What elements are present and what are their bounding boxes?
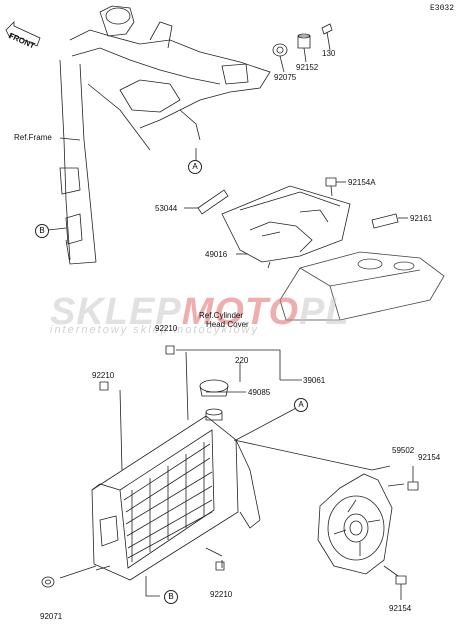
part-label-53044: 53044 — [155, 204, 178, 213]
part-label-92210-top: 92210 — [155, 324, 178, 333]
radiator-cap-49085-drawing — [199, 379, 229, 421]
part-label-92161: 92161 — [410, 214, 433, 223]
ref-frame-label: Ref.Frame — [14, 133, 52, 142]
grommet-92152-icon — [297, 33, 311, 49]
part-label-49085: 49085 — [248, 388, 271, 397]
clip-92210-left-icon — [99, 381, 109, 391]
part-label-92210-left: 92210 — [92, 371, 115, 380]
part-label-92210-bottom: 92210 — [210, 590, 233, 599]
clip-92210-bottom-icon — [215, 561, 225, 571]
marker-b-left: B — [35, 224, 49, 238]
part-label-130: 130 — [322, 49, 336, 58]
cylinder-head-cover-drawing — [279, 251, 445, 321]
fan-59502-drawing — [317, 473, 405, 577]
front-arrow-icon — [5, 21, 41, 47]
part-label-59502: 59502 — [392, 446, 415, 455]
bolt-130-icon — [321, 23, 333, 45]
part-label-49016: 49016 — [205, 250, 228, 259]
part-label-220: 220 — [235, 356, 249, 365]
bolt-92154A-icon — [325, 177, 337, 197]
radiator-39061-drawing — [91, 415, 261, 581]
watermark-subtitle: internetowy sklep motocyklowy — [50, 324, 260, 336]
part-label-92152: 92152 — [296, 63, 319, 72]
clip-92210-top-icon — [165, 345, 175, 355]
part-label-92154-upper: 92154 — [418, 453, 441, 462]
diagram-code: E3032 — [430, 4, 455, 13]
cover-49016-drawing — [221, 185, 351, 269]
plug-53044-icon — [197, 189, 229, 215]
ref-cylinder-line2: Head Cover — [206, 320, 249, 329]
marker-a-radiator: A — [294, 398, 308, 412]
part-label-92071: 92071 — [40, 612, 63, 621]
frame-drawing — [59, 5, 271, 265]
part-label-92154A: 92154A — [348, 178, 376, 187]
marker-b-bottom: B — [164, 590, 178, 604]
part-label-92075: 92075 — [274, 73, 297, 82]
ref-cylinder-line1: Ref.Cylinder — [199, 311, 244, 320]
part-label-92154-lower: 92154 — [389, 604, 412, 613]
grommet-92071-icon — [41, 576, 55, 588]
part-label-39061: 39061 — [303, 376, 326, 385]
watermark-brand: SKLEPMOTOPL — [50, 291, 350, 333]
marker-a-top: A — [188, 160, 202, 174]
gasket-92161-icon — [371, 213, 399, 229]
grommet-92075-icon — [272, 43, 288, 57]
bolt-92154-upper-icon — [407, 481, 419, 491]
bolt-92154-lower-icon — [395, 575, 407, 585]
